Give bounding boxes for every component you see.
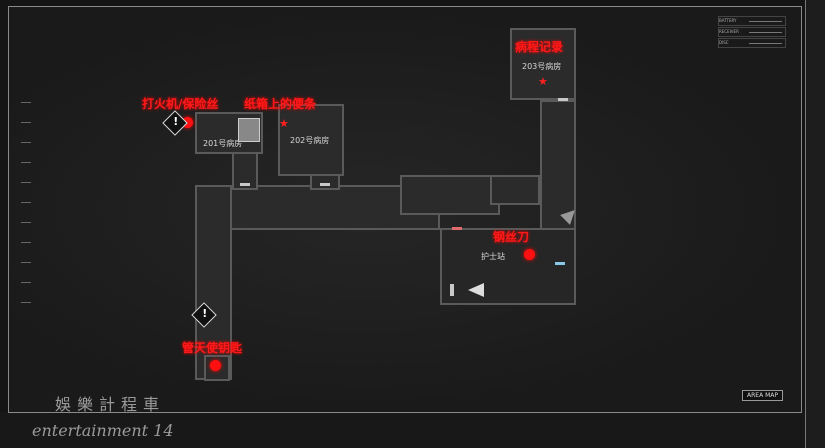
room-key: [204, 355, 230, 381]
corridor-east: [400, 175, 500, 215]
room-203: [510, 28, 576, 100]
scale-ticks: [21, 102, 35, 332]
status-disc: DISC: [718, 38, 786, 48]
watermark-logo: 娛樂計程車: [55, 395, 166, 414]
locked-door: [452, 227, 462, 230]
item-note-label: 纸箱上的便条: [244, 97, 317, 111]
door: [240, 183, 250, 186]
room-nurse-station: [440, 228, 576, 305]
save-point-icon: [238, 118, 260, 142]
room-201-label: 201号病房: [203, 139, 243, 148]
player-arrow-icon: [468, 283, 484, 297]
door: [558, 98, 568, 101]
corridor-main: [195, 185, 440, 230]
area-map-button[interactable]: AREA MAP: [742, 390, 783, 401]
room-202: [278, 104, 344, 176]
door: [320, 183, 330, 186]
status-receiver: RECEIVER: [718, 27, 786, 37]
item-wire-cutter-label: 钢丝刀: [493, 230, 530, 244]
watermark-logo-subtitle: entertainment 14: [32, 421, 174, 440]
star-marker-icon[interactable]: ★: [538, 75, 548, 88]
item-lighter-fuse-label: 打火机/保险丝: [142, 97, 219, 111]
room-202-label: 202号病房: [290, 136, 330, 145]
item-marker[interactable]: [524, 249, 535, 260]
nurse-station-label: 护士站: [481, 252, 505, 261]
item-key-label: 管天使钥匙: [182, 341, 243, 355]
star-marker-icon[interactable]: ★: [279, 117, 289, 130]
bottom-bar: [0, 412, 825, 448]
item-record-label: 病程记录: [515, 40, 564, 54]
room-203-label: 203号病房: [522, 62, 562, 71]
door: [555, 262, 565, 265]
corridor-ne: [490, 175, 540, 205]
corridor-west: [195, 185, 232, 380]
door: [450, 284, 454, 296]
item-marker[interactable]: [210, 360, 221, 371]
right-side-panel: [805, 0, 825, 448]
status-battery: BATTERY: [718, 16, 786, 26]
